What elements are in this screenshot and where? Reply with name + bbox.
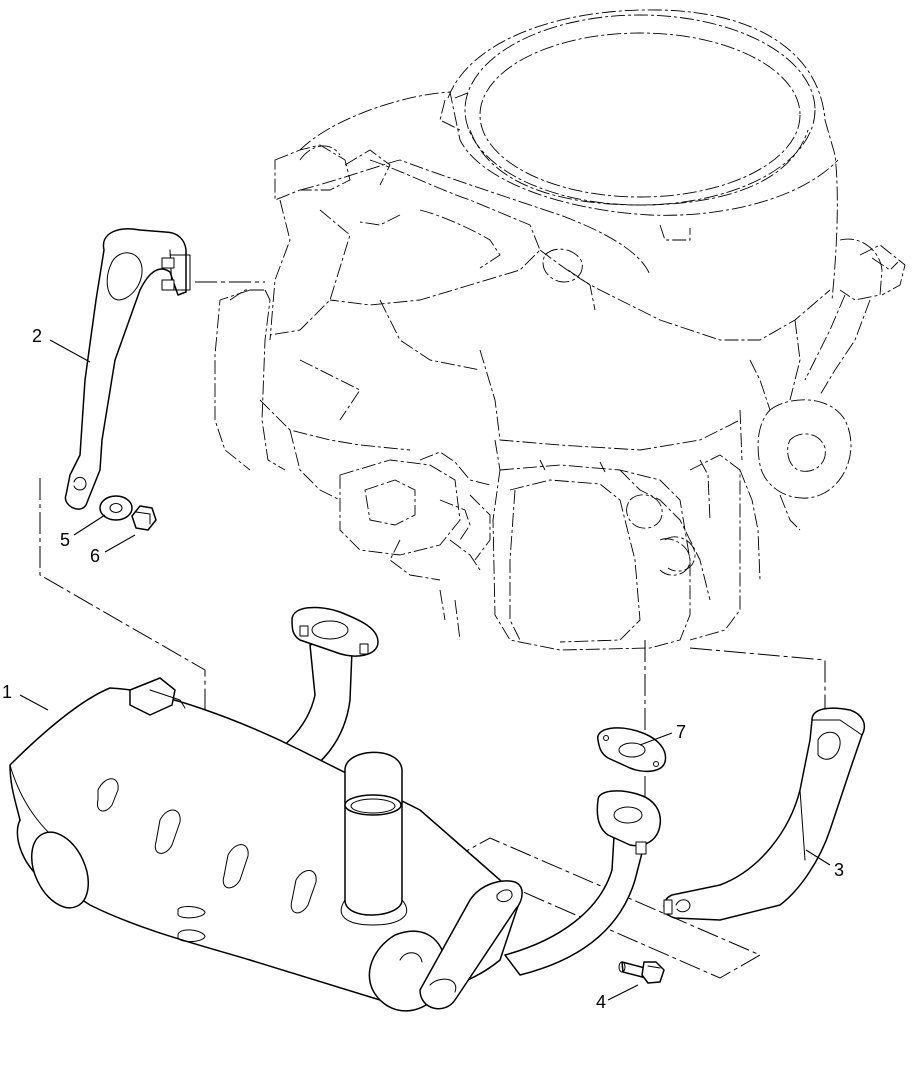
part-3-bracket <box>663 707 866 921</box>
assembly-lines <box>39 281 826 979</box>
part-1-muffler <box>9 606 662 1012</box>
leader-lines <box>19 339 831 1001</box>
engine-phantom <box>214 9 906 651</box>
part-2-bracket <box>64 228 191 510</box>
callout-4: 4 <box>596 992 606 1012</box>
callout-numbers: 2 1 3 4 5 6 7 <box>2 326 844 1012</box>
part-5-washer <box>99 495 133 521</box>
callout-6: 6 <box>90 546 100 566</box>
callout-3: 3 <box>834 860 844 880</box>
callout-1: 1 <box>2 682 12 702</box>
callout-7: 7 <box>676 722 686 742</box>
part-4-bolt <box>618 961 665 984</box>
callout-5: 5 <box>60 530 70 550</box>
part-7-gasket <box>597 727 667 773</box>
part-6-nut <box>131 505 157 531</box>
callout-2: 2 <box>32 326 42 346</box>
